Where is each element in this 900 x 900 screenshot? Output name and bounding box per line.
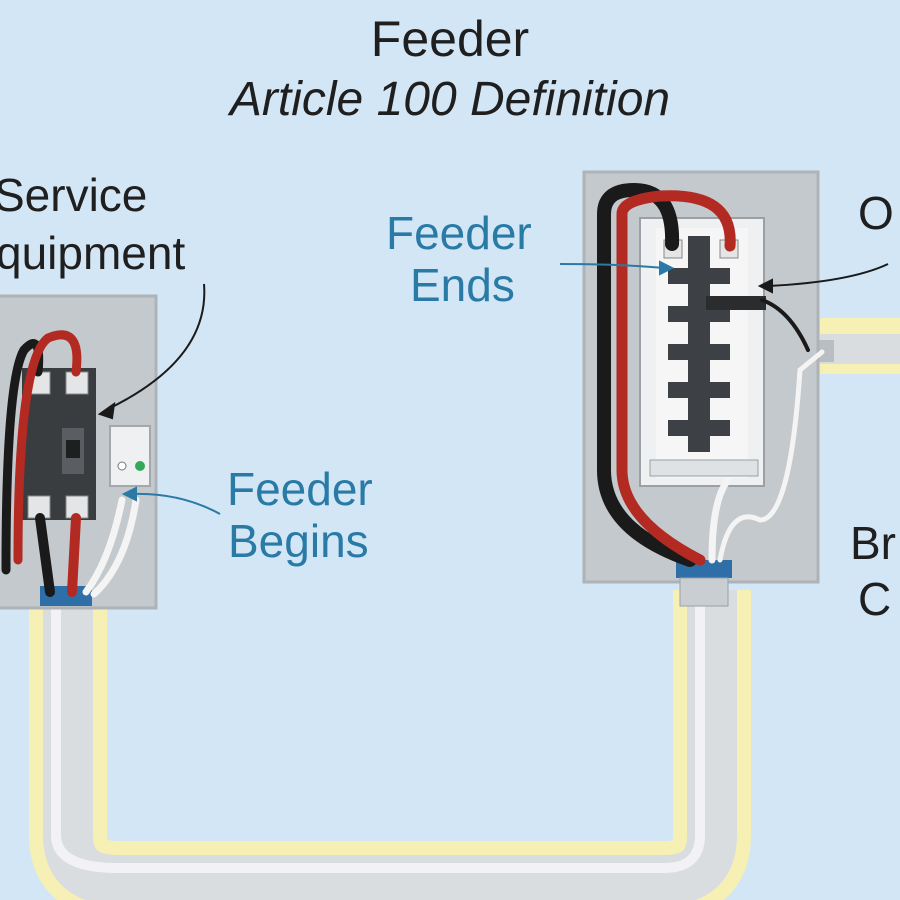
service-equipment-label-line1: Service <box>0 169 148 221</box>
feeder-conductors <box>597 182 825 567</box>
feeder-begins-label-line2: Begins <box>228 515 369 567</box>
ocpd-label-partial: O <box>858 187 894 239</box>
leader-lines <box>97 263 889 420</box>
feeder-ends-label-line2: Ends <box>410 259 515 311</box>
feeder-ends-label-line1: Feeder <box>386 207 532 259</box>
branch-conduit <box>818 318 900 374</box>
service-conductors <box>1 330 140 598</box>
feeder-begins-label-line1: Feeder <box>227 463 373 515</box>
feeder-conduit <box>29 590 751 900</box>
service-equipment-label-line2: quipment <box>0 227 186 279</box>
feeder-leader-lines <box>121 260 675 515</box>
feeder-ends-leader-line <box>559 263 665 269</box>
diagram-subtitle: Article 100 Definition <box>229 73 671 126</box>
branch-circuit-label-line2: C <box>858 573 892 625</box>
ocpd-arrowhead-icon <box>757 278 773 294</box>
service-leader-line <box>105 283 206 411</box>
feeder-begins-leader-line <box>129 492 221 515</box>
feeder-ends-arrowhead-icon <box>659 260 675 276</box>
feeder-begins-arrowhead-icon <box>121 486 137 502</box>
ocpd-leader-line <box>767 263 889 287</box>
diagram-title: Feeder <box>370 11 530 67</box>
service-arrowhead-icon <box>97 401 116 420</box>
branch-circuit-label-line1: Br <box>850 517 896 569</box>
